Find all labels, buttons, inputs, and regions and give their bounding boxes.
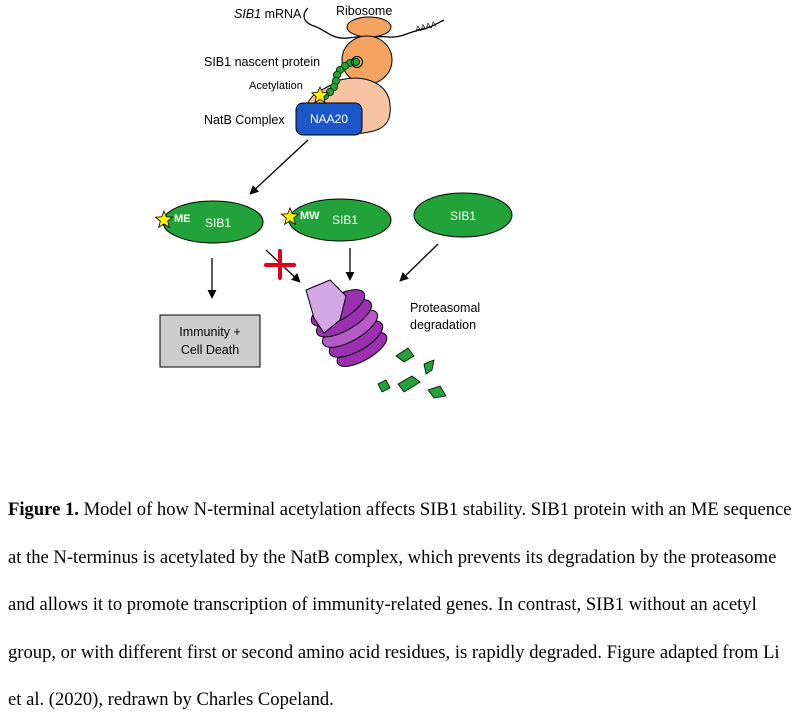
naa20-label: NAA20 [310,112,348,126]
naa20-subunit [295,102,363,136]
ribosome-exit-tunnel [351,56,363,68]
block-cross-icon [264,249,296,280]
mw-tag: MW [300,210,320,222]
diagram: SIB1 mRNA Ribosome AAAA NAA20 NatB Compl… [154,4,513,399]
degraded-fragments [377,347,447,399]
arrow-natb-to-me [249,139,309,195]
polya-label: AAAA [413,20,437,34]
natb-label: NatB Complex [204,113,285,127]
figure-caption: Figure 1. Model of how N-terminal acetyl… [8,486,792,724]
ribosome-small-subunit [346,16,392,38]
outcome-line2: Cell Death [181,343,239,357]
outcome-box [159,314,261,368]
acetylation-label: Acetylation [249,80,303,92]
outcome-line1: Immunity + [179,325,240,339]
sib1-unacetylated-label: SIB1 [450,209,476,223]
proteasome-cap [305,279,347,334]
nascent-protein-label: SIB1 nascent protein [204,55,320,69]
ribosome-label: Ribosome [336,4,392,18]
sib1-unacetylated-protein [413,192,513,238]
sib1-me-label: SIB1 [205,216,231,230]
caption-text: Model of how N-terminal acetylation affe… [8,499,792,710]
proteasome-label-line2: degradation [410,318,476,332]
acetyl-star-mw [280,206,300,226]
acetyl-star-me [154,209,174,229]
figure-label: Figure 1. [8,499,79,520]
mrna-label: SIB1 mRNA [234,7,302,21]
acetylation-star-nascent [310,85,330,104]
sib1-mw-label: SIB1 [332,213,358,227]
arrow-sib1-to-proteasome [399,243,439,282]
me-tag: ME [174,213,191,225]
proteasome-label-line1: Proteasomal [410,301,480,315]
